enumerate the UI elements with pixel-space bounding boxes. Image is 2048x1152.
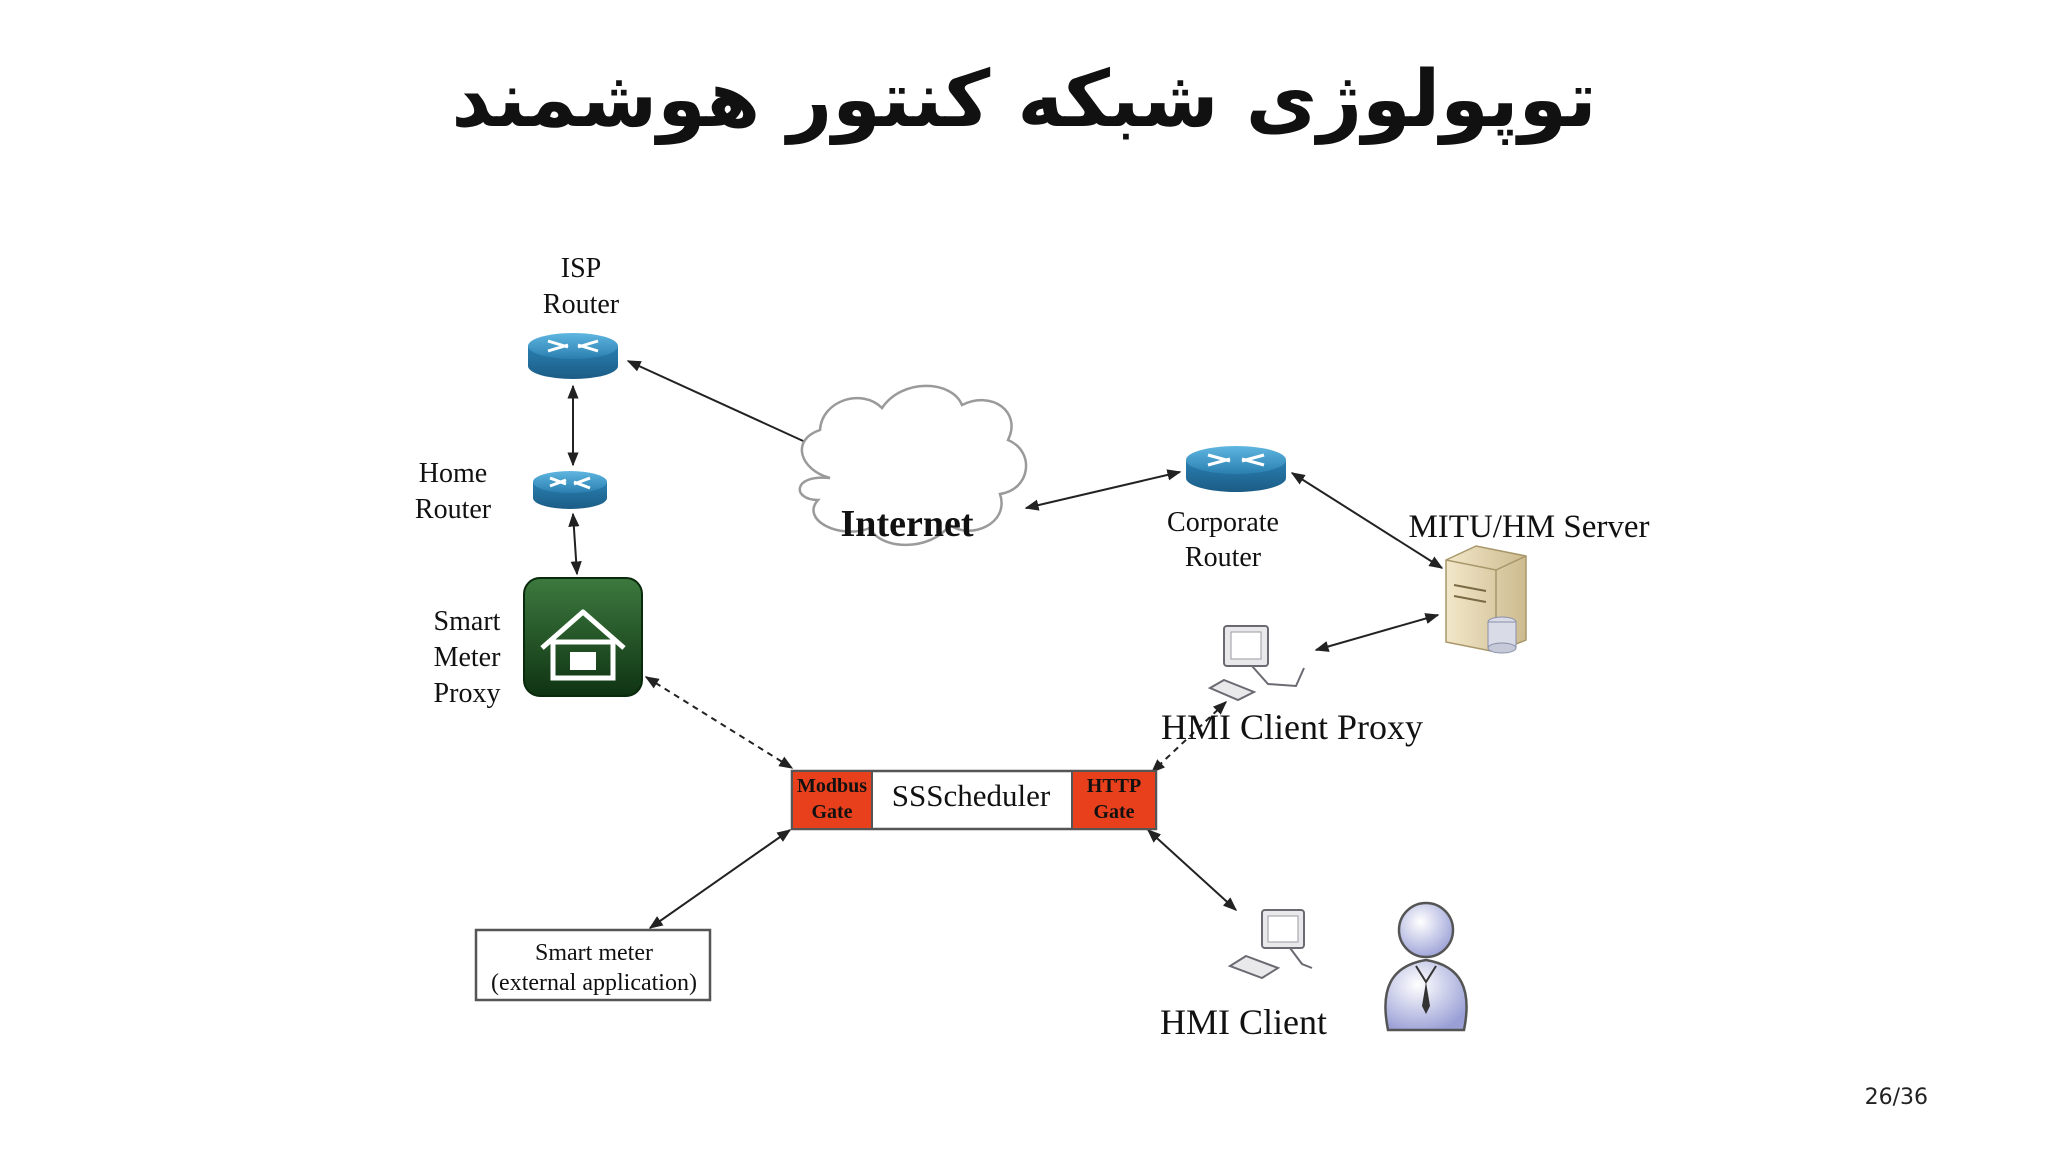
slide-title: توپولوژی شبکه کنتور هوشمند bbox=[451, 55, 1597, 145]
hmi-client-computer-icon bbox=[1227, 909, 1313, 980]
modbus-gate-box bbox=[791, 770, 873, 830]
smart-meter-proxy-label-1: Smart bbox=[434, 606, 501, 637]
user-person-icon bbox=[1384, 901, 1468, 1032]
hmi-client-proxy-computer-icon bbox=[1207, 625, 1305, 702]
corporate-router-icon bbox=[1186, 446, 1286, 492]
smart-meter-app-box bbox=[474, 928, 712, 1002]
internet-label: Internet bbox=[841, 503, 974, 545]
smart-meter-app-label-2: (external application) bbox=[491, 970, 697, 996]
isp-router-label-2: Router bbox=[543, 289, 620, 320]
home-router-label-1: Home bbox=[419, 458, 487, 489]
link-scheduler-hmi-client bbox=[1146, 829, 1238, 911]
http-gate-box bbox=[1071, 770, 1157, 830]
link-corporate-server bbox=[1290, 472, 1444, 569]
link-server-hmi-proxy bbox=[1314, 613, 1440, 652]
http-gate-label-2: Gate bbox=[1093, 801, 1134, 823]
link-internet-corporate bbox=[1024, 469, 1182, 511]
corporate-router-label-1: Corporate bbox=[1167, 507, 1279, 538]
hmi-client-label: HMI Client bbox=[1160, 1002, 1327, 1042]
http-gate-label-1: HTTP bbox=[1087, 775, 1141, 797]
corporate-router-label-2: Router bbox=[1185, 542, 1262, 573]
link-proxy-scheduler bbox=[644, 676, 794, 769]
page-number: 26/36 bbox=[1864, 1085, 1928, 1110]
server-icon bbox=[1445, 545, 1527, 654]
hmi-client-proxy-label: HMI Client Proxy bbox=[1161, 707, 1423, 747]
modbus-gate-label-2: Gate bbox=[811, 801, 852, 823]
smart-meter-proxy-label-2: Meter bbox=[434, 642, 502, 673]
internet-cloud-icon bbox=[798, 384, 1028, 547]
home-router-label-2: Router bbox=[415, 494, 492, 525]
link-home-proxy bbox=[568, 512, 582, 576]
server-label: MITU/HM Server bbox=[1408, 509, 1649, 545]
scheduler-bar bbox=[790, 769, 1158, 831]
isp-router-icon bbox=[528, 333, 618, 379]
smart-meter-app-label-1: Smart meter bbox=[535, 940, 653, 966]
link-hmi-proxy-scheduler bbox=[1150, 701, 1228, 773]
isp-router-label-1: ISP bbox=[561, 253, 601, 284]
scheduler-label: SSScheduler bbox=[892, 778, 1051, 813]
home-router-icon bbox=[533, 471, 607, 509]
modbus-gate-label-1: Modbus bbox=[797, 775, 867, 797]
smart-meter-proxy-label-3: Proxy bbox=[434, 678, 501, 709]
link-isp-internet bbox=[626, 360, 838, 457]
smart-meter-proxy-icon bbox=[523, 577, 643, 697]
link-scheduler-smart-meter bbox=[648, 829, 792, 929]
